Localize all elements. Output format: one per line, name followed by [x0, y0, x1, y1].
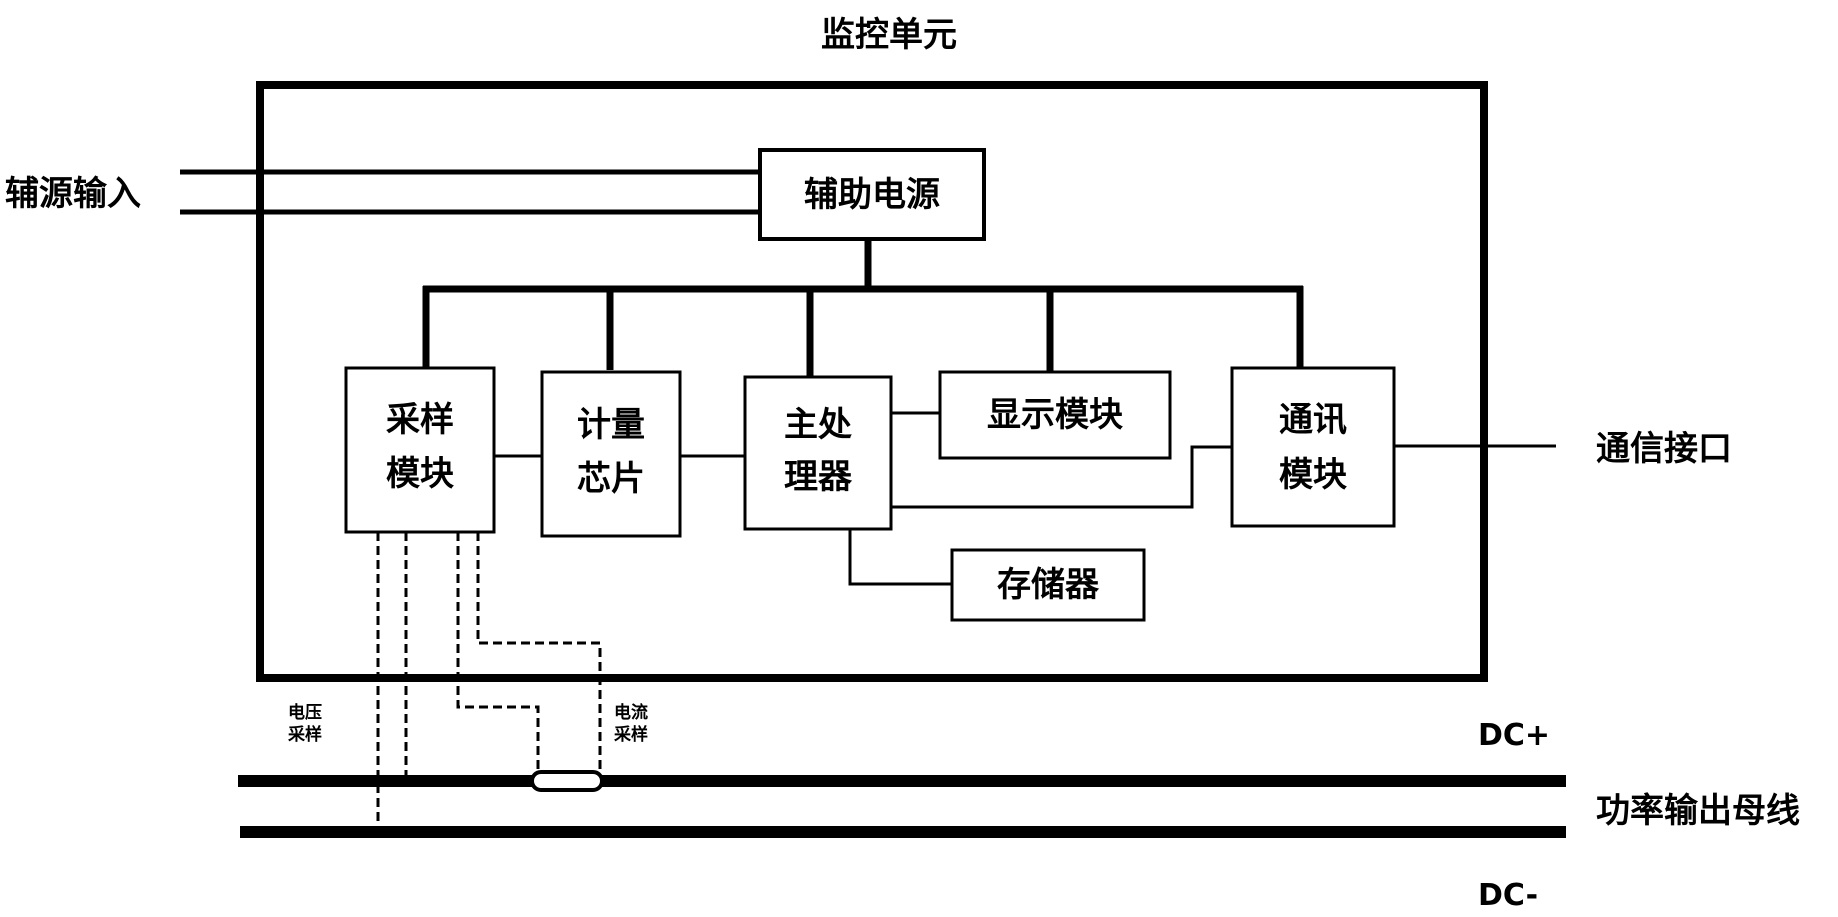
comm-module-block: 通讯 模块: [1232, 368, 1394, 526]
display-module-block: 显示模块: [940, 372, 1170, 458]
comm-interface-label: 通信接口: [1596, 429, 1732, 469]
metering-chip-block: 计量 芯片: [542, 372, 680, 536]
storage-label: 存储器: [997, 565, 1100, 605]
sampling-module-label-line2: 模块: [386, 454, 454, 494]
storage-block: 存储器: [952, 550, 1144, 620]
power-bus-label: 功率输出母线: [1596, 791, 1800, 831]
dc-plus-label: DC+: [1478, 718, 1550, 753]
aux-input-lines: [180, 172, 760, 212]
sampling-module-label-line1: 采样: [386, 400, 454, 440]
current-sampling-label-line2: 采样: [613, 724, 648, 745]
metering-chip-label-line1: 计量: [577, 405, 645, 445]
comm-module-label-line1: 通讯: [1279, 400, 1347, 440]
sampling-module-block: 采样 模块: [346, 368, 494, 532]
current-sampling-label-line1: 电流: [614, 702, 648, 723]
display-module-label: 显示模块: [987, 395, 1123, 435]
aux-power-label: 辅助电源: [804, 175, 940, 215]
dc-minus-label: DC-: [1478, 878, 1538, 913]
main-processor-label-line2: 理器: [784, 457, 853, 497]
metering-chip-label-line2: 芯片: [577, 459, 645, 499]
main-processor-label-line1: 主处: [784, 405, 852, 445]
aux-power-block: 辅助电源: [760, 150, 984, 239]
voltage-sampling-label-line1: 电压: [288, 702, 322, 723]
voltage-sampling-label-line2: 采样: [287, 724, 322, 745]
current-sampling-lines: [458, 532, 600, 778]
power-distribution-bus: [423, 239, 1303, 380]
main-processor-block: 主处 理器: [745, 377, 891, 529]
current-sensor: [532, 772, 602, 790]
diagram-title: 监控单元: [821, 15, 957, 55]
power-output-bus: [238, 781, 1566, 832]
comm-module-label-line2: 模块: [1279, 455, 1347, 495]
aux-input-label: 辅源输入: [5, 174, 141, 214]
